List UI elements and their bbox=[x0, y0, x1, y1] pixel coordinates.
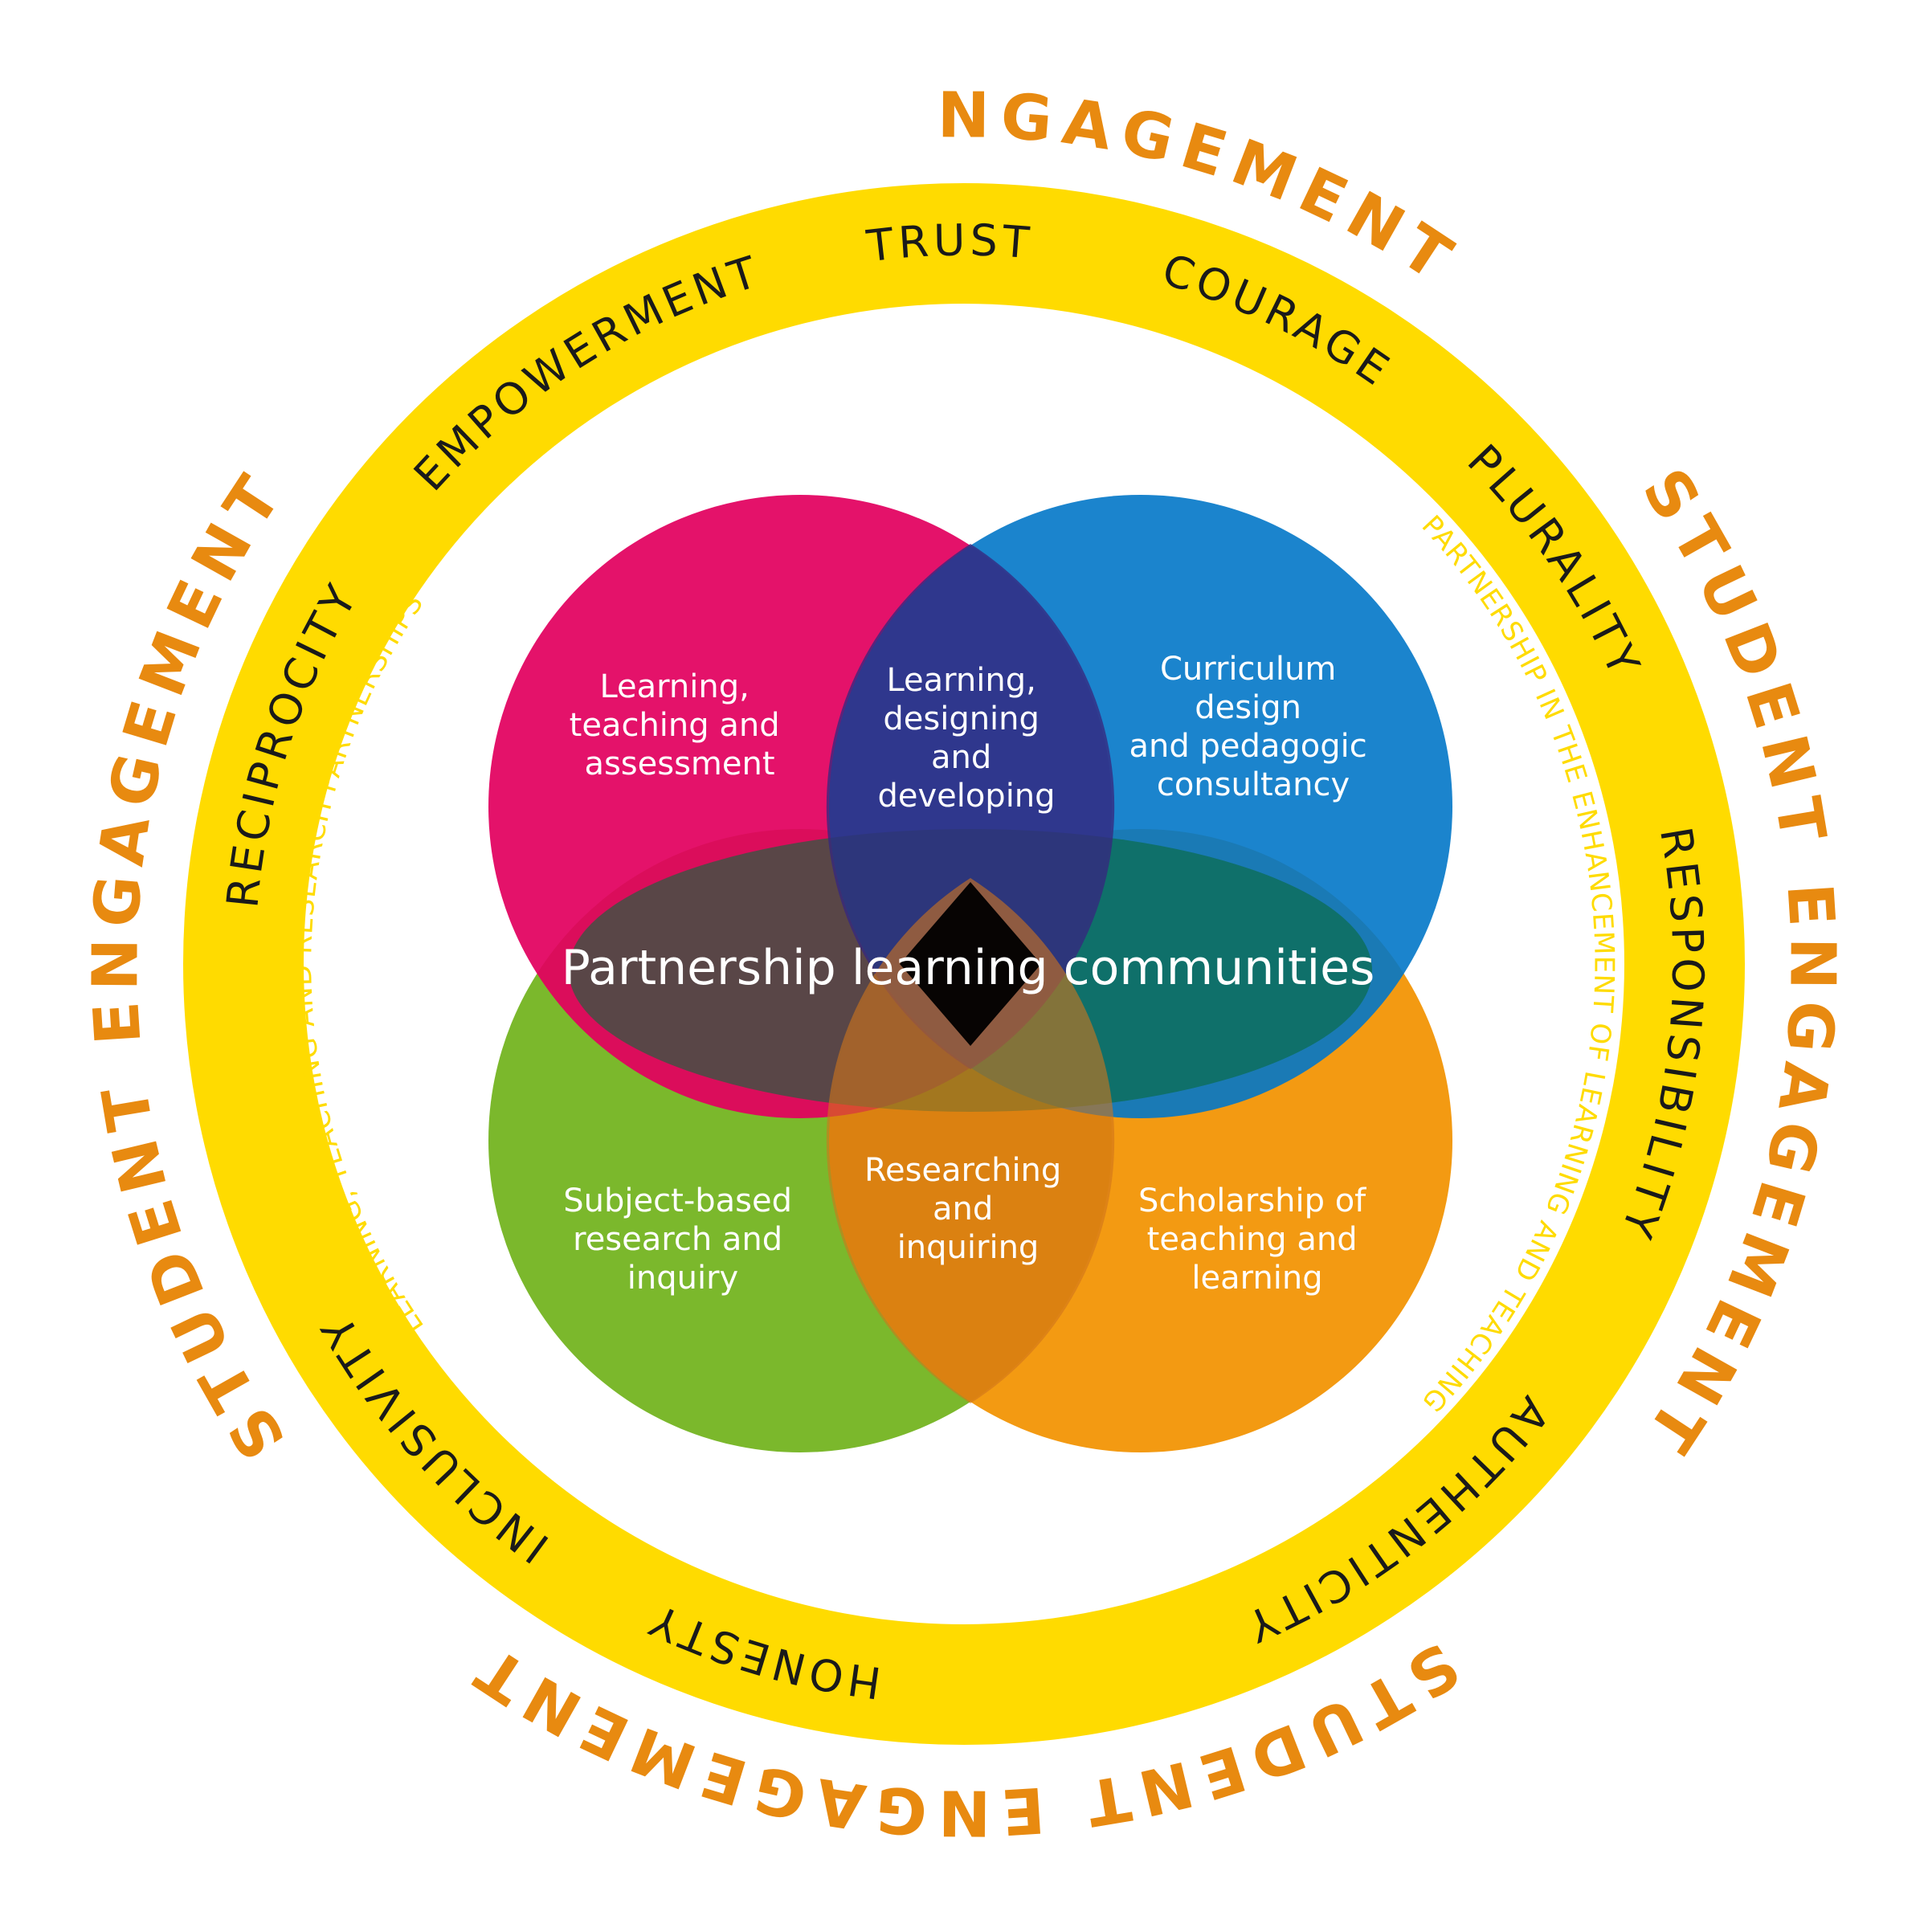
bottom-overlap-lens bbox=[826, 878, 1115, 1403]
center-diamond bbox=[900, 882, 1041, 1046]
label-bottom-right: Scholarship of teaching and learning bbox=[1138, 1182, 1376, 1297]
label-top-left: Learning, teaching and assessment bbox=[570, 668, 790, 782]
label-bottom-overlap: Researching and inquiring bbox=[864, 1152, 1072, 1266]
values-ring bbox=[183, 183, 1745, 1745]
center-label: Partnership learning communities bbox=[562, 940, 1375, 996]
venn-group bbox=[488, 495, 1452, 1452]
label-bottom-left: Subject-based research and inquiry bbox=[563, 1182, 802, 1297]
top-overlap-lens bbox=[826, 544, 1115, 1069]
value-trust: TRUST bbox=[864, 214, 1035, 272]
label-top-overlap: Learning, designing and developing bbox=[877, 662, 1055, 815]
label-top-right: Curriculum design and pedagogic consulta… bbox=[1129, 651, 1378, 803]
